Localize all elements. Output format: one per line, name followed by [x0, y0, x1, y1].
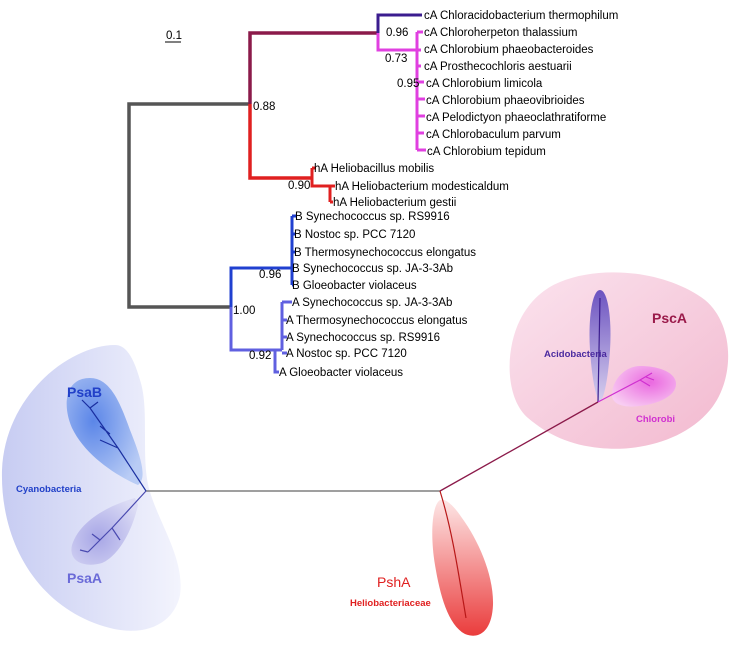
root-branch	[127, 102, 250, 309]
leaf-label: cA Chlorobaculum parvum	[426, 129, 561, 141]
leaf-label: cA Chlorobium phaeobacteroides	[424, 44, 594, 56]
chloro-clade-branch	[248, 31, 378, 104]
heliobacteriaceae-label: Heliobacteriaceae	[350, 598, 431, 609]
psha-branch	[439, 490, 467, 619]
leaf-label: B Gloeobacter violaceus	[292, 280, 417, 292]
rooted-tree	[127, 13, 426, 374]
support-value: 0.88	[253, 101, 275, 113]
scale-bar-label: 0.1	[166, 30, 182, 42]
chlorobi-unrooted-branch	[597, 372, 655, 403]
support-value: 0.95	[397, 78, 419, 90]
leaf-label: cA Chlorobium tepidum	[427, 146, 546, 158]
leaf-label: hA Heliobacillus mobilis	[314, 163, 434, 175]
cyanobacteria-region	[1, 345, 181, 631]
psab-psaa-branch	[229, 266, 292, 307]
leaf-label: A Thermosynechococcus elongatus	[286, 315, 468, 327]
leaf-label: A Synechococcus sp. JA-3-3Ab	[292, 297, 452, 309]
leaf-label: A Gloeobacter violaceus	[279, 367, 403, 379]
acidobacterium-branch	[376, 13, 422, 33]
scale-bar: 0.1	[165, 30, 182, 43]
leaf-label: cA Chlorobium phaeovibrioides	[426, 95, 585, 107]
psab-subtree	[290, 214, 296, 287]
leaf-label: hA Heliobacterium gestii	[333, 197, 456, 209]
leaf-label: cA Pelodictyon phaeoclathratiforme	[426, 112, 606, 124]
chlorobi-label: Chlorobi	[636, 414, 675, 425]
psab-label: PsaB	[67, 384, 102, 400]
psca-backbone	[439, 401, 599, 492]
psaa-label: PsaA	[67, 570, 102, 586]
leaf-label: cA Chloroherpeton thalassium	[424, 27, 577, 39]
chlorobi-subtree	[415, 30, 426, 152]
support-value: 1.00	[233, 305, 255, 317]
chlorobi-branch	[376, 33, 417, 52]
cyanobacteria-label: Cyanobacteria	[16, 484, 82, 495]
psaa-region	[71, 498, 138, 565]
psca-label: PscA	[652, 310, 687, 326]
leaf-label: B Synechococcus sp. JA-3-3Ab	[292, 263, 453, 275]
chlorobi-region	[612, 366, 676, 407]
leaf-label: B Nostoc sp. PCC 7120	[294, 229, 415, 241]
leaf-label: cA Chloracidobacterium thermophilum	[424, 10, 618, 22]
helio-clade-branch	[248, 104, 312, 180]
leaf-label: cA Chlorobium limicola	[426, 78, 543, 90]
acido-branch	[597, 297, 601, 403]
psca-region	[509, 272, 729, 449]
psab-unrooted-branch	[81, 399, 147, 492]
psaa-branch	[229, 307, 275, 352]
helio-subtree	[310, 166, 335, 204]
psaa-subtree	[273, 300, 292, 374]
heliobacteriaceae-region	[432, 499, 494, 636]
psha-label: PshA	[377, 574, 411, 590]
support-value: 0.90	[288, 180, 310, 192]
psab-region	[66, 378, 143, 485]
acidobacteria-region	[589, 290, 611, 402]
psaa-unrooted-branch	[79, 490, 147, 553]
leaf-labels: cA Chloracidobacterium thermophilum cA C…	[279, 10, 618, 379]
support-value: 0.73	[385, 53, 407, 65]
unrooted-tree: PsaB PsaA Cyanobacteria PshA Heliobacter…	[1, 272, 729, 636]
leaf-label: B Thermosynechococcus elongatus	[294, 247, 476, 259]
leaf-label: A Synechococcus sp. RS9916	[286, 332, 440, 344]
acidobacteria-label: Acidobacteria	[544, 349, 608, 360]
leaf-label: hA Heliobacterium modesticaldum	[335, 181, 509, 193]
support-value: 0.92	[249, 350, 271, 362]
support-value: 0.96	[386, 27, 408, 39]
support-values: 0.88 1.00 0.96 0.73 0.95 0.90 0.96 0.92	[233, 27, 419, 362]
leaf-label: B Synechococcus sp. RS9916	[295, 211, 450, 223]
leaf-label: A Nostoc sp. PCC 7120	[286, 348, 407, 360]
leaf-label: cA Prosthecochloris aestuarii	[424, 61, 572, 73]
support-value: 0.96	[259, 269, 281, 281]
